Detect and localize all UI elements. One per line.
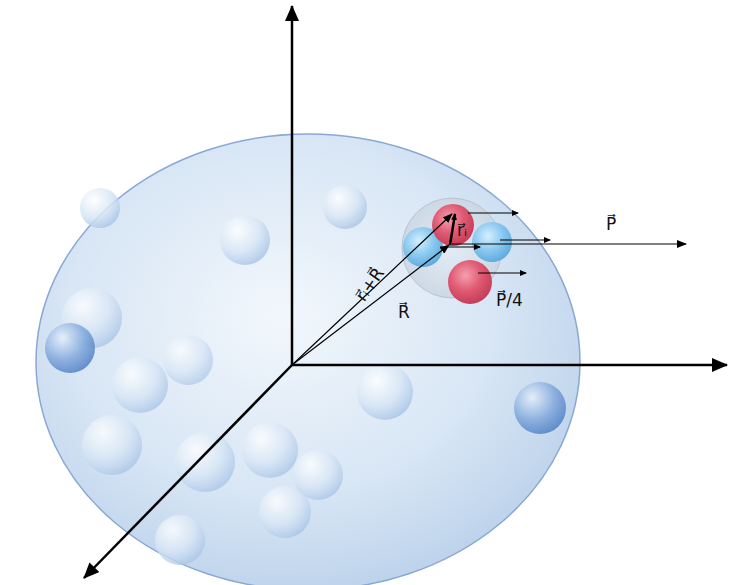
momentum-label: P⃗ [606, 216, 616, 233]
center-vector-label: R⃗ [398, 304, 410, 321]
nucleon-momentum-label: P⃗/4 [496, 292, 523, 309]
position-vector-label: r⃗ᵢ [457, 222, 467, 239]
